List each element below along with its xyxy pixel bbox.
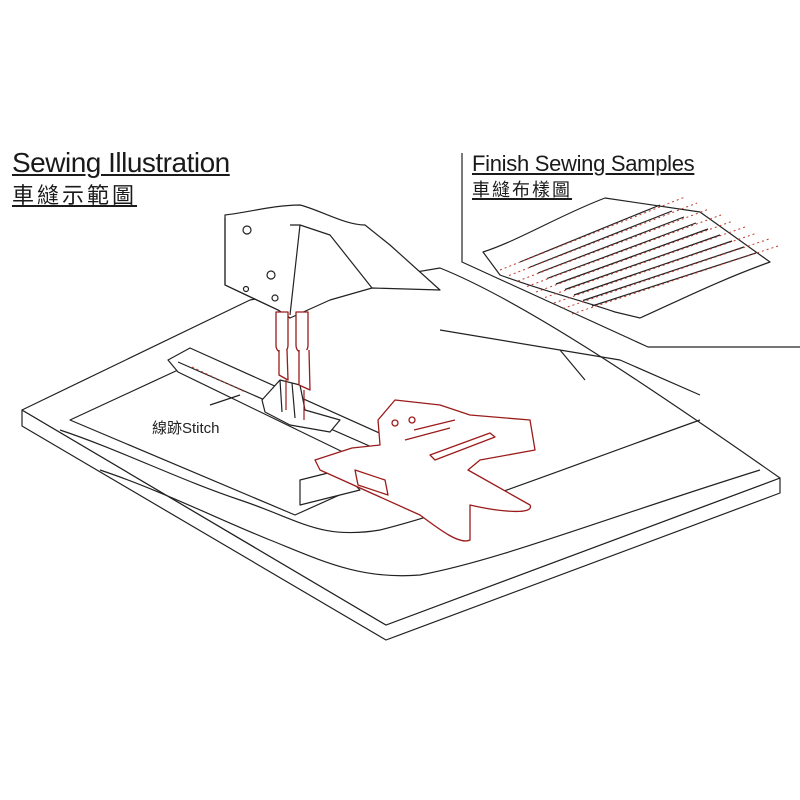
pleat-line xyxy=(573,240,733,296)
pleat-line xyxy=(528,210,673,269)
stitch-line xyxy=(562,238,770,309)
finish-samples-title: Finish Sewing Samples xyxy=(472,151,695,176)
stitch-line xyxy=(544,226,746,298)
inset-frame xyxy=(461,153,800,348)
finish-sample-fabric xyxy=(482,196,782,319)
pleat-line xyxy=(546,222,697,280)
pleat-line xyxy=(582,246,745,302)
pleat-line xyxy=(555,228,709,285)
needle-bars xyxy=(275,311,311,420)
sewing-illustration-title: Sewing Illustration xyxy=(12,147,230,178)
stitch-line xyxy=(517,208,710,282)
pleat-line xyxy=(537,216,685,274)
stitch-label: 線跡Stitch xyxy=(152,420,220,437)
stitch-line xyxy=(499,196,686,271)
stitch-line xyxy=(553,232,758,304)
stitch-line xyxy=(508,202,698,276)
finish-samples-title-zh: 車縫布樣圖 xyxy=(472,180,572,201)
binder-attachment xyxy=(314,399,536,542)
stitch-line xyxy=(571,244,782,315)
presser-foot xyxy=(261,379,341,433)
sewing-machine-head xyxy=(224,204,441,319)
sewing-illustration-title-zh: 車縫示範圖 xyxy=(12,184,138,209)
pleat-line xyxy=(564,234,721,291)
